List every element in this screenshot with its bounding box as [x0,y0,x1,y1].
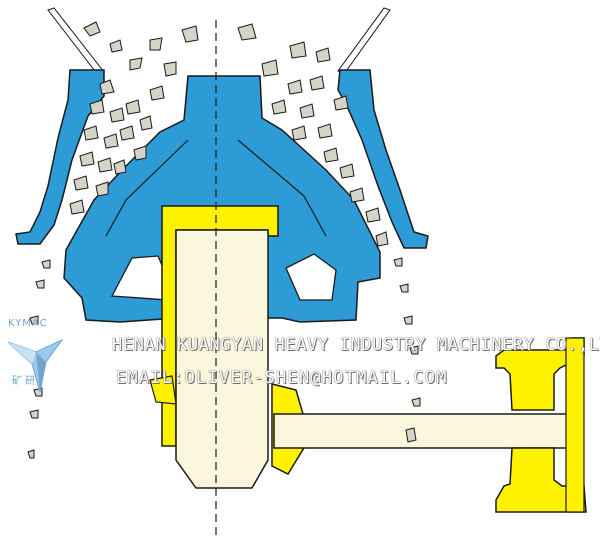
right-concave [337,69,429,249]
rock-stream [27,21,421,459]
feed-guide-plates [47,7,391,76]
right-guide-plate [337,7,391,75]
countershaft-key [405,427,417,443]
main-shaft [175,229,269,489]
right-window [285,253,337,301]
drive-pulley-lower [495,447,587,513]
countershaft [273,413,583,449]
pulley-hub [565,337,585,513]
left-guide-plate [47,7,105,76]
logo-brand-text: KYMAC [8,318,48,329]
mantle-inner-line-left [105,139,189,237]
logo-chinese-text: 矿 研 [12,376,36,387]
mantle-inner-line-right [237,139,327,237]
watermark-company: HENAN KUANGYAN HEAVY INDUSTRY MACHINERY … [112,335,600,355]
watermark-email: EMAIL:OLIVER-SHEN@HOTMAIL.COM [116,368,448,388]
kymac-logo-icon [7,338,64,393]
